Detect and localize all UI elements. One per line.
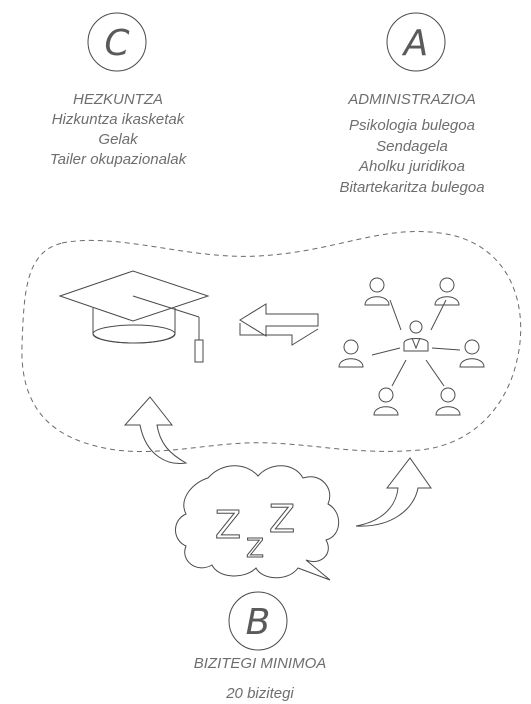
housing-item: 20 bizitegi xyxy=(226,685,294,702)
letter-b: B xyxy=(246,602,271,643)
person-icon-bottom-right xyxy=(435,387,461,416)
letter-c: C xyxy=(104,23,130,64)
sleep-z-1: Z xyxy=(215,503,241,547)
sleep-z-3: Z xyxy=(269,497,295,541)
administration-item: Aholku juridikoa xyxy=(359,158,465,175)
letter-c-badge: C xyxy=(87,12,147,72)
education-item: Tailer okupazionalak xyxy=(49,151,187,168)
administration-item: Bitartekaritza bulegoa xyxy=(339,178,485,196)
center-person-icon xyxy=(403,320,429,352)
person-icon-mid-right xyxy=(459,339,485,368)
exchange-arrows-icon xyxy=(239,303,319,346)
curved-arrow-left-icon xyxy=(123,396,188,465)
letter-a: A xyxy=(402,23,429,64)
sleep-z-2: Z xyxy=(246,534,264,564)
graduation-cap-icon xyxy=(58,270,210,363)
education-text-block: HEZKUNTZA Hizkuntza ikasketak Gelak Tail… xyxy=(28,90,208,170)
education-item: Hizkuntza ikasketak xyxy=(51,111,185,128)
sleep-cloud-icon: Z Z Z xyxy=(175,465,340,581)
person-icon-bottom-left xyxy=(373,387,399,416)
housing-title: BIZITEGI MINIMOA xyxy=(193,655,327,672)
letter-a-badge: A xyxy=(386,12,446,72)
administration-text-block: ADMINISTRAZIOA Psikologia bulegoa Sendag… xyxy=(312,90,512,198)
curved-arrow-right-icon xyxy=(355,457,432,527)
administration-list: Psikologia bulegoa Sendagela Aholku juri… xyxy=(312,116,512,198)
people-network-icon xyxy=(338,277,485,416)
education-title: HEZKUNTZA xyxy=(73,91,163,108)
education-list: Hizkuntza ikasketak Gelak Tailer okupazi… xyxy=(28,110,208,170)
dashed-boundary xyxy=(21,231,522,453)
person-icon-top-left xyxy=(364,277,390,306)
person-icon-mid-left xyxy=(338,339,364,368)
housing-text-block: BIZITEGI MINIMOA 20 bizitegi xyxy=(140,654,380,704)
administration-title: ADMINISTRAZIOA xyxy=(348,91,476,108)
person-icon-top-right xyxy=(434,277,460,306)
administration-item: Sendagela xyxy=(376,137,448,155)
administration-item: Psikologia bulegoa xyxy=(349,117,475,134)
education-item: Gelak xyxy=(98,131,138,148)
housing-list: 20 bizitegi xyxy=(140,684,380,704)
letter-b-badge: B xyxy=(228,591,288,651)
